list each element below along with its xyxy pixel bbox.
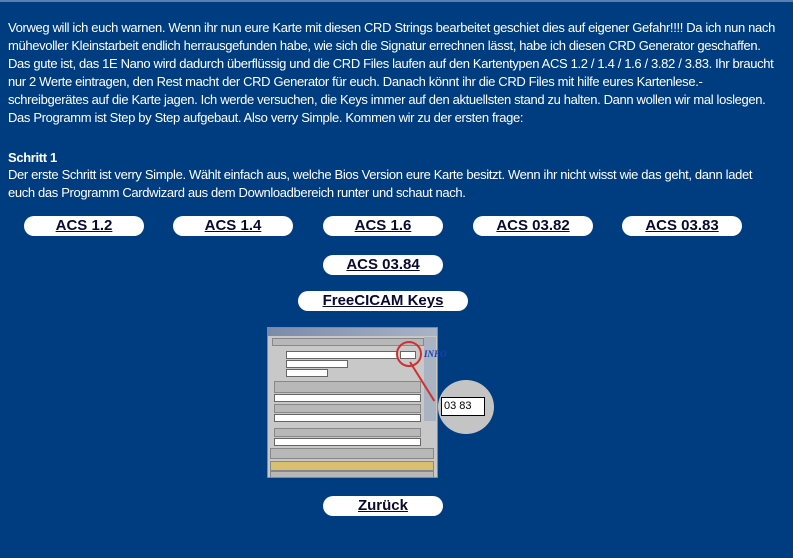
screenshot-toolbar: [270, 448, 434, 459]
step1-title: Schritt 1: [8, 150, 57, 165]
acs-03-82-button[interactable]: ACS 03.82: [473, 216, 593, 236]
step1-text: Der erste Schritt ist verry Simple. Wähl…: [8, 167, 753, 200]
screenshot-field: [286, 360, 348, 368]
highlight-circle: [396, 341, 422, 367]
screenshot-field: [286, 369, 328, 377]
freecicam-keys-button[interactable]: FreeCICAM Keys: [298, 291, 468, 311]
screenshot-tabs: [272, 338, 424, 346]
callout-value: 03 83: [441, 397, 485, 416]
screenshot-headers: [274, 381, 421, 393]
screenshot-titlebar: [268, 328, 437, 336]
screenshot-field: [274, 394, 421, 402]
screenshot-atr-field: [286, 351, 398, 359]
screenshot-info-panel: INFO: [424, 337, 447, 421]
screenshot-buttons: [274, 428, 421, 437]
screenshot-toolbar2: [270, 461, 434, 471]
acs-03-84-button[interactable]: ACS 03.84: [323, 255, 443, 275]
intro-text: Vorweg will ich euch warnen. Wenn ihr nu…: [8, 20, 775, 125]
top-border: [0, 0, 793, 2]
screenshot-path-field: [274, 438, 421, 446]
acs-1-4-button[interactable]: ACS 1.4: [173, 216, 293, 236]
back-button[interactable]: Zurück: [323, 496, 443, 516]
magnify-callout: 03 83: [438, 380, 494, 434]
acs-03-83-button[interactable]: ACS 03.83: [622, 216, 742, 236]
screenshot-headers: [274, 404, 421, 413]
screenshot-field: [274, 414, 421, 422]
screenshot-statusbar: [270, 471, 434, 478]
acs-1-6-button[interactable]: ACS 1.6: [323, 216, 443, 236]
acs-1-2-button[interactable]: ACS 1.2: [24, 216, 144, 236]
